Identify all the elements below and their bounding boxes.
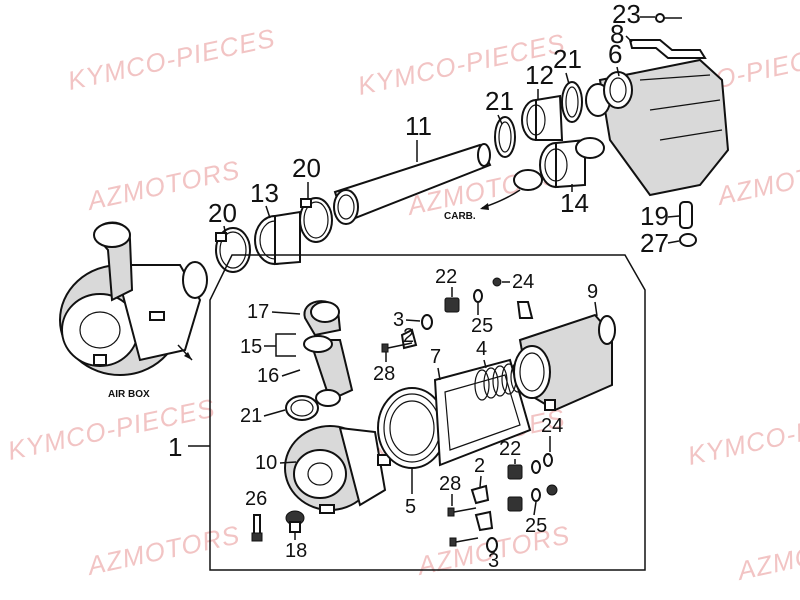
callout-20: 20: [208, 198, 237, 228]
nuts-24-lower: [543, 453, 558, 496]
case-9: [513, 301, 616, 412]
watermark-az: AZMOTORS: [733, 524, 800, 586]
callout-15: 15: [240, 336, 262, 358]
callout-1: 1: [168, 432, 182, 462]
assembly-1-frame: [209, 254, 646, 571]
washer-25-lower: [531, 460, 541, 502]
callout-6: 6: [608, 39, 622, 69]
screw-26: [251, 514, 263, 542]
housing-10: [284, 425, 391, 514]
clamp-20-right: [299, 197, 333, 243]
bracket-8: [628, 39, 707, 59]
callout-28: 28: [439, 473, 461, 495]
callout-2: 2: [403, 325, 414, 347]
callout-8: 8: [610, 19, 624, 49]
bolt-23: [655, 13, 682, 23]
springs-22-lower: [507, 464, 523, 512]
collar-3-upper: [421, 314, 433, 330]
callout-5: 5: [405, 496, 416, 518]
watermark-kymco: KYMCO-PIECES: [5, 393, 218, 466]
joint-14: [539, 137, 605, 189]
nut-24-upper: [492, 277, 502, 287]
callout-19: 19: [640, 201, 669, 231]
callout-25: 25: [525, 515, 547, 537]
grommet-18: [285, 510, 305, 533]
callout-17: 17: [247, 301, 269, 323]
watermark-az: AZMOTORS: [713, 149, 800, 211]
brackets-2-lower: [470, 484, 494, 532]
callout-21: 21: [553, 44, 582, 74]
caption-air-box: AIR BOX: [108, 389, 150, 400]
tube-11: [333, 143, 492, 225]
callout-2: 2: [474, 455, 485, 477]
watermark-kymco: KYMCO-PIECES: [65, 23, 278, 96]
callout-12: 12: [525, 60, 554, 90]
callout-14: 14: [560, 188, 589, 218]
resonator-6: [585, 58, 730, 197]
joint-12: [521, 94, 564, 141]
callout-20: 20: [292, 153, 321, 183]
arrow-head-icon: [480, 203, 489, 210]
callout-3: 3: [488, 550, 499, 572]
callout-9: 9: [587, 281, 598, 303]
clip-27: [679, 233, 697, 247]
callout-13: 13: [250, 178, 279, 208]
clamp-21-frame: [285, 389, 341, 421]
bolt-28-upper: [381, 342, 413, 353]
drain-19: [679, 201, 693, 229]
watermark-kymco: KYMCO-PIECES: [685, 398, 800, 471]
clamp-21-left: [494, 116, 543, 191]
callout-24: 24: [512, 271, 534, 293]
callout-26: 26: [245, 488, 267, 510]
bolts-28-lower: [447, 507, 479, 547]
callout-4: 4: [476, 338, 487, 360]
caption-carb: CARB.: [444, 211, 476, 222]
callout-28: 28: [373, 363, 395, 385]
collars-3-lower: [486, 537, 498, 553]
washer-25-upper: [473, 289, 483, 303]
callout-18: 18: [285, 540, 307, 562]
callout-27: 27: [640, 228, 669, 258]
callout-22: 22: [499, 438, 521, 460]
callout-10: 10: [255, 452, 277, 474]
arrow-head-icon: [184, 352, 192, 360]
callout-25: 25: [471, 315, 493, 337]
clamp-20-left: [215, 227, 251, 273]
watermark-az: AZMOTORS: [83, 519, 243, 581]
bracket-2-upper: [400, 328, 418, 350]
spring-22-upper: [444, 297, 460, 313]
callout-11: 11: [405, 111, 432, 141]
callout-21: 21: [485, 86, 514, 116]
air-box-assembly: [59, 221, 208, 376]
callout-24: 24: [541, 415, 563, 437]
clamp-21-right: [561, 81, 583, 123]
callout-21: 21: [240, 405, 262, 427]
callout-16: 16: [257, 365, 279, 387]
callout-3: 3: [393, 309, 404, 331]
callout-7: 7: [430, 346, 441, 368]
callout-23: 23: [612, 0, 641, 29]
callout-22: 22: [435, 266, 457, 288]
joint-13: [254, 210, 301, 266]
hose-17: [303, 300, 354, 402]
